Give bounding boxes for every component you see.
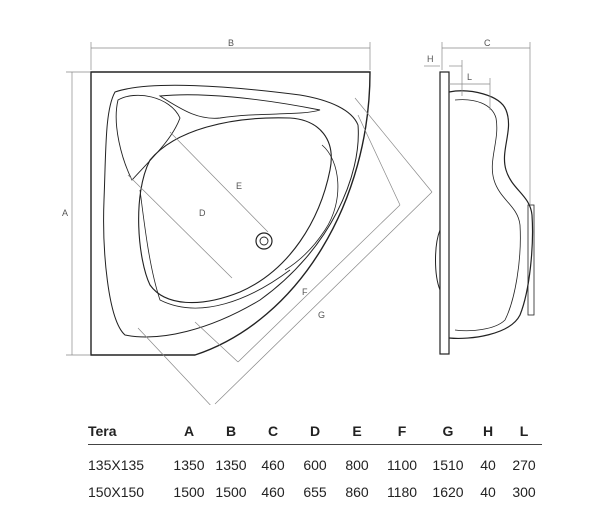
table-cell: 1620	[432, 483, 464, 500]
table-cell: 270	[512, 456, 536, 473]
table-header-row: Tera A B C D E F G H L	[88, 418, 542, 445]
dim-label-f: F	[302, 287, 308, 297]
table-cell: 1350	[173, 456, 205, 473]
table-cell: 1180	[386, 483, 418, 500]
table-cell: 1500	[215, 483, 247, 500]
table-cell: 1500	[173, 483, 205, 500]
dim-ext-g-bottom	[137, 327, 211, 405]
side-view: C H L	[424, 38, 535, 355]
table-header-l: L	[506, 418, 542, 445]
table-header-f: F	[378, 418, 426, 445]
tub-headrest	[115, 94, 181, 181]
side-tub-inner-profile	[454, 99, 521, 332]
table-cell: 655	[303, 483, 327, 500]
table-cell: 460	[261, 456, 285, 473]
table-cell: 1510	[432, 456, 464, 473]
dim-label-h: H	[427, 54, 434, 64]
dim-label-l: L	[467, 72, 472, 82]
table-cell: 40	[480, 456, 496, 473]
table-cell: 1350	[215, 456, 247, 473]
dim-label-g: G	[318, 310, 325, 320]
side-wall-plate	[439, 71, 450, 355]
table-cell: 150X150	[88, 483, 145, 500]
dim-line-g	[214, 191, 433, 405]
table-header-model: Tera	[88, 418, 168, 445]
dim-line-e	[169, 131, 269, 233]
tub-side-contour	[284, 144, 339, 271]
table-header-g: G	[426, 418, 470, 445]
tub-inner-step	[139, 189, 291, 309]
dim-line-f	[237, 204, 401, 363]
side-tub-profile	[448, 90, 534, 339]
dim-label-b: B	[228, 38, 234, 48]
table-cell: 40	[480, 483, 496, 500]
side-foot	[435, 229, 441, 291]
tub-rim-outline	[103, 84, 359, 338]
table-header-b: B	[210, 418, 252, 445]
table-cell: 300	[512, 483, 536, 500]
tub-outer-outline	[90, 71, 371, 356]
top-view: B A D E F G	[62, 38, 433, 405]
dim-label-c: C	[484, 38, 491, 48]
drain-icon	[255, 232, 273, 250]
table-cell: 860	[345, 483, 369, 500]
table-cell: 800	[345, 456, 369, 473]
table-cell: 1100	[386, 456, 418, 473]
table-row: 135X135 1350 1350 460 600 800 1100 1510 …	[88, 445, 542, 479]
dim-ext-f-bottom	[194, 321, 239, 363]
tub-inner-basin	[138, 117, 332, 304]
dim-label-d: D	[199, 208, 206, 218]
table-header-d: D	[294, 418, 336, 445]
table-row: 150X150 1500 1500 460 655 860 1180 1620 …	[88, 478, 542, 505]
table-header-h: H	[470, 418, 506, 445]
dim-label-e: E	[236, 181, 242, 191]
table-cell: 135X135	[88, 456, 145, 473]
table-header-c: C	[252, 418, 294, 445]
dim-ext-f-top	[357, 114, 401, 206]
bathtub-technical-drawing: B A D E F G C	[62, 38, 535, 405]
table-cell: 460	[261, 483, 285, 500]
dim-ext-g-top	[354, 97, 433, 193]
tub-seat-contour	[158, 94, 321, 119]
table-cell: 600	[303, 456, 327, 473]
dim-line-d	[127, 174, 233, 279]
table-header-e: E	[336, 418, 378, 445]
side-base-detail	[527, 204, 535, 316]
table-header-a: A	[168, 418, 210, 445]
dim-label-a: A	[62, 208, 68, 218]
dimensions-table: Tera A B C D E F G H L 135X135 1350 1350…	[88, 418, 542, 505]
drain-inner-icon	[259, 236, 269, 246]
